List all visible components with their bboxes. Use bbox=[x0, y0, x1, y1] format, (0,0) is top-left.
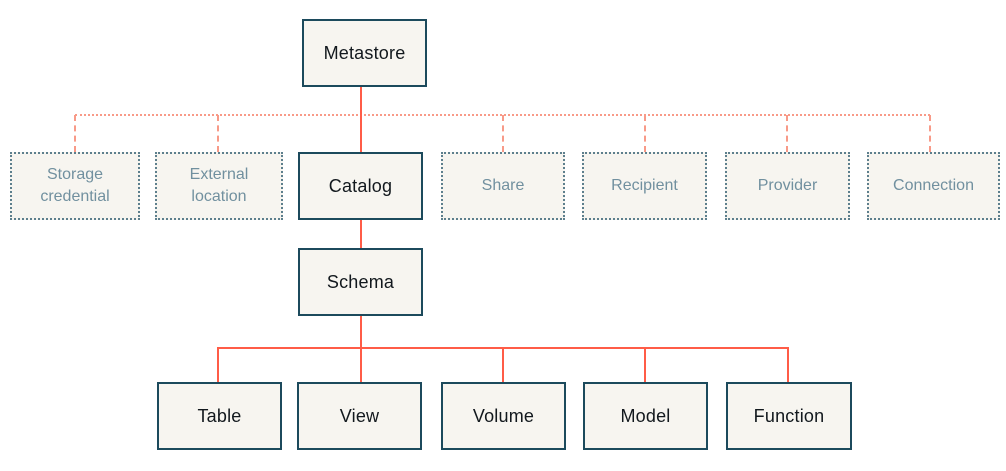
node-storage-credential-label: Storage credential bbox=[40, 166, 110, 205]
connector-schema-view bbox=[360, 316, 362, 382]
node-model-label: Model bbox=[620, 405, 671, 426]
node-table-label: Table bbox=[197, 405, 242, 426]
node-metastore-label: Metastore bbox=[323, 42, 406, 63]
node-model: Model bbox=[583, 382, 708, 450]
connector-drop-storage-credential bbox=[74, 115, 76, 152]
connector-drop-function bbox=[787, 347, 789, 382]
node-connection-label: Connection bbox=[893, 177, 974, 195]
connector-drop-model bbox=[644, 347, 646, 382]
connector-drop-share bbox=[502, 115, 504, 152]
node-recipient: Recipient bbox=[582, 152, 707, 220]
connector-drop-table bbox=[217, 347, 219, 382]
node-share: Share bbox=[441, 152, 565, 220]
connector-drop-volume bbox=[502, 347, 504, 382]
node-table: Table bbox=[157, 382, 282, 450]
node-connection: Connection bbox=[867, 152, 1000, 220]
connector-catalog-schema bbox=[360, 219, 362, 248]
node-external-location: External location bbox=[155, 152, 283, 220]
connector-drop-recipient bbox=[644, 115, 646, 152]
node-external-location-label: External location bbox=[189, 166, 249, 205]
node-catalog-label: Catalog bbox=[328, 175, 393, 196]
connector-drop-provider bbox=[786, 115, 788, 152]
connector-drop-connection bbox=[929, 115, 931, 152]
node-storage-credential: Storage credential bbox=[10, 152, 140, 220]
node-function-label: Function bbox=[753, 405, 825, 426]
node-volume-label: Volume bbox=[472, 405, 535, 426]
connector-drop-external-location bbox=[217, 115, 219, 152]
node-recipient-label: Recipient bbox=[611, 177, 678, 195]
node-provider: Provider bbox=[725, 152, 850, 220]
node-volume: Volume bbox=[441, 382, 566, 450]
node-schema: Schema bbox=[298, 248, 423, 316]
node-view-label: View bbox=[339, 405, 380, 426]
node-view: View bbox=[297, 382, 422, 450]
node-provider-label: Provider bbox=[757, 177, 818, 195]
connector-metastore-catalog bbox=[360, 87, 362, 152]
node-catalog: Catalog bbox=[298, 152, 423, 220]
node-function: Function bbox=[726, 382, 852, 450]
node-metastore: Metastore bbox=[302, 19, 427, 87]
node-share-label: Share bbox=[481, 177, 525, 195]
node-schema-label: Schema bbox=[326, 271, 395, 292]
